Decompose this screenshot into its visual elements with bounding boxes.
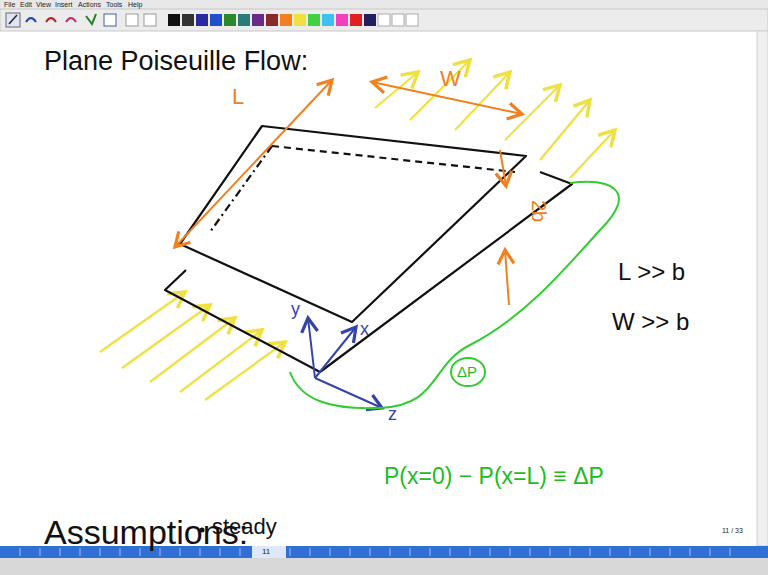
menu-item: Tools [106,1,122,8]
condition-note: L >> b [618,260,685,284]
dimension-label: W [440,68,461,90]
slide-title: Plane Poiseuille Flow: [44,48,308,75]
parallel-plates [165,126,572,372]
dimension-label: L [232,86,244,108]
menu-bar [0,0,768,9]
page-marker [252,546,286,558]
scroll-bar [757,31,768,546]
tool-bar [0,9,768,31]
menu-item: View [36,1,51,8]
axis-label: y [291,300,300,318]
axis-label: z [388,405,397,423]
axis-label: x [360,320,369,338]
menu-item: Insert [55,1,73,8]
coordinate-axes [308,318,382,408]
pressure-definition: P(x=0) − P(x=L) ≡ ΔP [384,465,604,488]
condition-note: W >> b [612,310,689,334]
dimension-arrows [175,80,522,305]
page-number: 11 [262,548,270,556]
toolbar-icons [6,13,418,27]
list-item: steady [212,516,277,538]
circled-label: ΔP [457,364,477,379]
status-bar [0,558,768,575]
menu-item: Help [128,1,142,8]
menu-item: Edit [20,1,32,8]
dimension-label: 2b [529,200,549,222]
flow-arrows [100,60,615,400]
page-ticks [20,548,730,556]
page-counter: 11 / 33 [722,527,743,534]
pressure-loop [290,182,619,408]
menu-item: Actions [78,1,101,8]
menu-item: File [4,1,15,8]
